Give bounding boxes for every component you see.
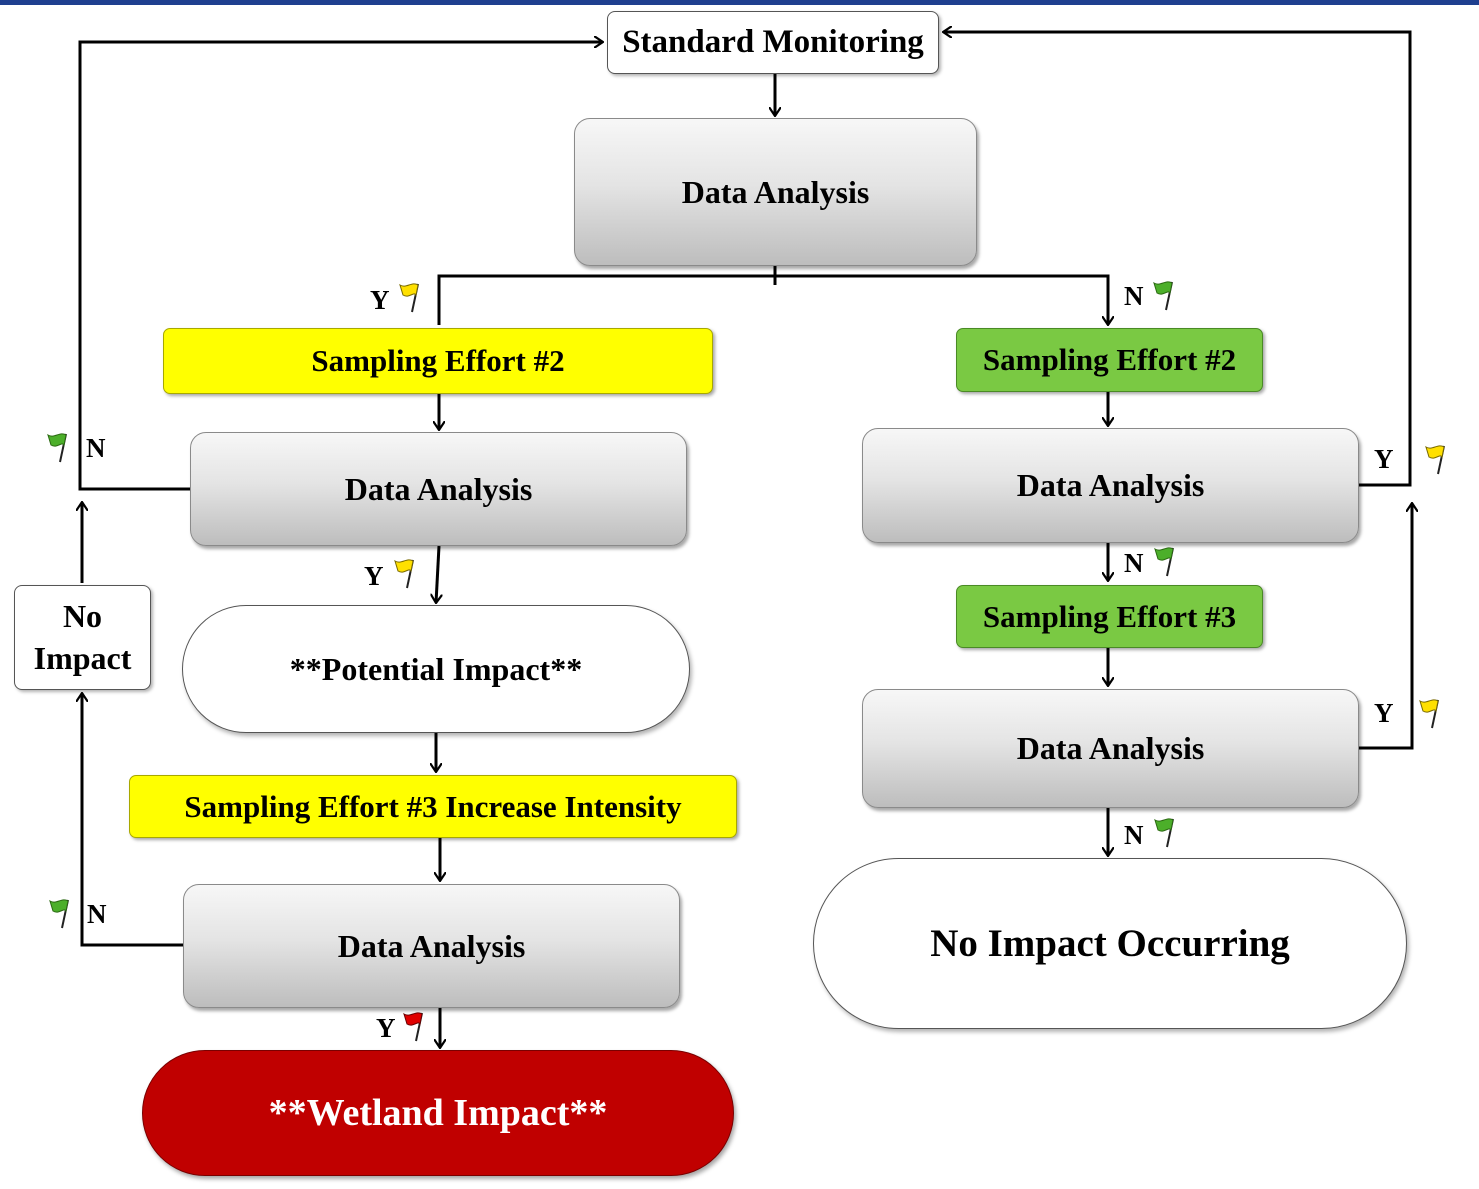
edge-label-no: N xyxy=(87,899,107,929)
edge-label-no: N xyxy=(1124,820,1144,850)
green-flag-icon xyxy=(49,899,69,929)
edge-label-no: N xyxy=(1124,281,1144,311)
potential-impact-terminator: **Potential Impact** xyxy=(182,605,690,733)
sampling-effort-2-green-label: Sampling Effort #2 xyxy=(982,342,1237,377)
yellow-flag-icon xyxy=(1419,699,1439,729)
sampling-effort-3-increase-label: Sampling Effort #3 Increase Intensity xyxy=(184,788,682,824)
sampling-effort-2-yellow-label: Sampling Effort #2 xyxy=(311,343,565,378)
standard-monitoring-box: Standard Monitoring xyxy=(607,11,939,74)
edge-label-yes: Y xyxy=(1374,698,1394,728)
green-flag-icon xyxy=(1154,547,1174,577)
sampling-effort-3-green-label: Sampling Effort #3 xyxy=(982,598,1237,634)
edge-label-no: N xyxy=(1124,548,1144,578)
sampling-effort-2-yellow-box: Sampling Effort #2 xyxy=(163,328,713,394)
yellow-flag-icon xyxy=(394,559,414,589)
top-banner-bar xyxy=(0,0,1479,5)
data-analysis-left-1-box: Data Analysis xyxy=(190,432,687,546)
sampling-effort-3-green-box: Sampling Effort #3 xyxy=(956,585,1263,648)
green-flag-icon xyxy=(1154,818,1174,848)
data-analysis-right-2-label: Data Analysis xyxy=(1016,730,1205,766)
edge-label-no: N xyxy=(86,433,106,463)
wetland-impact-label: **Wetland Impact** xyxy=(268,1092,608,1134)
data-analysis-right-1-label: Data Analysis xyxy=(1016,467,1205,503)
data-analysis-right-2-box: Data Analysis xyxy=(862,689,1359,808)
wetland-impact-terminator: **Wetland Impact** xyxy=(142,1050,734,1176)
green-flag-icon xyxy=(47,433,67,463)
yellow-flag-icon xyxy=(1425,445,1445,475)
potential-impact-label: **Potential Impact** xyxy=(289,650,583,687)
data-analysis-top-box: Data Analysis xyxy=(574,118,977,266)
data-analysis-top-label: Data Analysis xyxy=(681,173,870,210)
data-analysis-left-2-box: Data Analysis xyxy=(183,884,680,1008)
data-analysis-left-1-label: Data Analysis xyxy=(344,470,533,507)
edge-label-yes: Y xyxy=(376,1013,396,1043)
edge-label-yes: Y xyxy=(370,285,390,315)
no-impact-label-line1: No xyxy=(62,597,103,634)
data-analysis-left-2-label: Data Analysis xyxy=(337,927,526,964)
no-impact-label-line2: Impact xyxy=(33,639,132,676)
yellow-flag-icon xyxy=(399,283,419,313)
standard-monitoring-label: Standard Monitoring xyxy=(622,24,924,60)
sampling-effort-2-green-box: Sampling Effort #2 xyxy=(956,328,1263,392)
red-flag-icon xyxy=(403,1012,423,1042)
no-impact-box: No Impact xyxy=(14,585,151,690)
green-flag-icon xyxy=(1153,281,1173,311)
data-analysis-right-1-box: Data Analysis xyxy=(862,428,1359,543)
edge-label-yes: Y xyxy=(1374,444,1394,474)
no-impact-occurring-label: No Impact Occurring xyxy=(930,922,1290,965)
no-impact-occurring-terminator: No Impact Occurring xyxy=(813,858,1407,1029)
sampling-effort-3-increase-box: Sampling Effort #3 Increase Intensity xyxy=(129,775,737,838)
edge-label-yes: Y xyxy=(364,561,384,591)
